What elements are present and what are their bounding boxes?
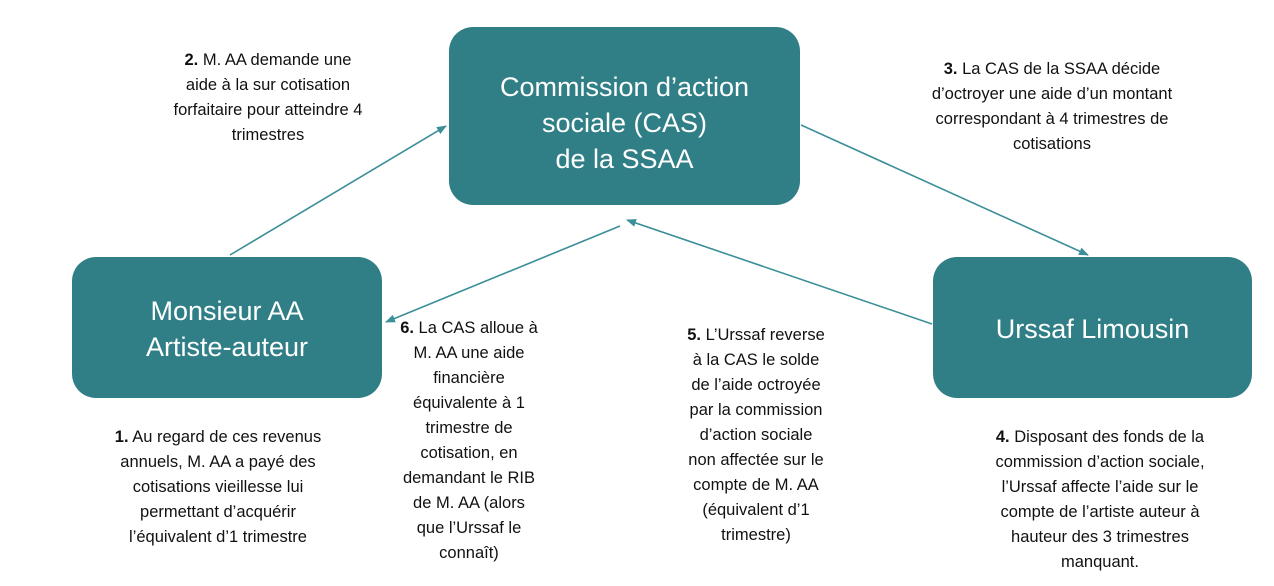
step-5-label: 5. L’Urssaf reverse à la CAS le solde de… — [687, 323, 825, 548]
step-line: trimestre de — [425, 419, 513, 437]
step-line: permettant d’acquérir — [140, 503, 296, 521]
step-3-label: 3. La CAS de la SSAA décide d’octroyer u… — [932, 57, 1172, 157]
step-number: 4. — [995, 428, 1010, 446]
step-line: l’Urssaf affecte l’aide sur le — [1001, 478, 1199, 496]
step-number: 6. — [400, 319, 414, 337]
step-line: trimestres — [231, 126, 305, 144]
step-line: Au regard de ces revenus — [128, 428, 322, 446]
step-line: à la CAS le solde — [692, 351, 820, 369]
step-6-label: 6. La CAS alloue à M. AA une aide financ… — [400, 316, 538, 566]
step-line: que l’Urssaf le — [416, 519, 522, 537]
step-4-label: 4. Disposant des fonds de la commission … — [995, 425, 1204, 575]
step-line: non affectée sur le — [688, 451, 824, 469]
step-line: La CAS alloue à — [413, 319, 538, 337]
step-line: d’action sociale — [699, 426, 813, 444]
step-line: d’octroyer une aide d’un montant — [931, 85, 1173, 103]
node-cas-line: de la SSAA — [555, 144, 694, 174]
arrow-step-6 — [385, 225, 621, 323]
step-line: (équivalent d’1 — [702, 501, 810, 519]
step-line: financière — [433, 369, 505, 387]
step-line: hauteur des 3 trimestres — [1011, 528, 1189, 546]
step-line: Disposant des fonds de la — [1009, 428, 1205, 446]
step-line: forfaitaire pour atteindre 4 — [173, 101, 363, 119]
node-monsieur-line: Monsieur AA — [150, 296, 304, 326]
step-line: de M. AA (alors — [413, 494, 525, 512]
step-line: L’Urssaf reverse — [700, 326, 825, 344]
node-cas-line: sociale (CAS) — [541, 108, 708, 138]
step-line: M. AA demande une — [198, 51, 352, 69]
step-line: cotisations — [1013, 135, 1091, 153]
step-line: de l’aide octroyée — [691, 376, 821, 394]
step-line: correspondant à 4 trimestres de — [935, 110, 1169, 128]
step-line: connaît) — [439, 544, 499, 562]
node-urssaf: Urssaf Limousin — [933, 257, 1252, 398]
node-cas-line: Commission d’action — [499, 72, 750, 102]
node-urssaf-line: Urssaf Limousin — [995, 314, 1190, 344]
step-line: trimestre) — [721, 526, 791, 544]
arrow-step-5 — [626, 219, 933, 325]
node-monsieur-line: Artiste-auteur — [145, 332, 309, 362]
step-line: équivalente à 1 — [413, 394, 525, 412]
step-number: 5. — [687, 326, 701, 344]
step-line: cotisation, en — [420, 444, 518, 462]
step-line: manquant. — [1061, 553, 1139, 571]
node-cas: Commission d’action sociale (CAS) de la … — [449, 27, 800, 205]
step-line: cotisations vieillesse lui — [132, 478, 304, 496]
arrow-step-2 — [229, 125, 447, 256]
step-line: l’équivalent d’1 trimestre — [129, 528, 307, 546]
node-monsieur: Monsieur AA Artiste-auteur — [72, 257, 382, 398]
step-line: commission d’action sociale, — [995, 453, 1205, 471]
step-number: 1. — [114, 428, 129, 446]
step-number: 2. — [184, 51, 199, 69]
step-2-label: 2. M. AA demande une aide à la sur cotis… — [174, 48, 363, 148]
step-line: La CAS de la SSAA décide — [957, 60, 1161, 78]
step-line: M. AA une aide — [413, 344, 525, 362]
step-line: annuels, M. AA a payé des — [120, 453, 316, 471]
step-line: compte de l’artiste auteur à — [1000, 503, 1200, 521]
step-line: demandant le RIB — [402, 469, 536, 487]
step-line: compte de M. AA — [693, 476, 819, 494]
step-line: aide à la sur cotisation — [185, 76, 351, 94]
step-line: par la commission — [689, 401, 823, 419]
step-number: 3. — [943, 60, 958, 78]
step-1-label: 1. Au regard de ces revenus annuels, M. … — [115, 425, 321, 550]
arrow-step-3 — [800, 124, 1089, 256]
